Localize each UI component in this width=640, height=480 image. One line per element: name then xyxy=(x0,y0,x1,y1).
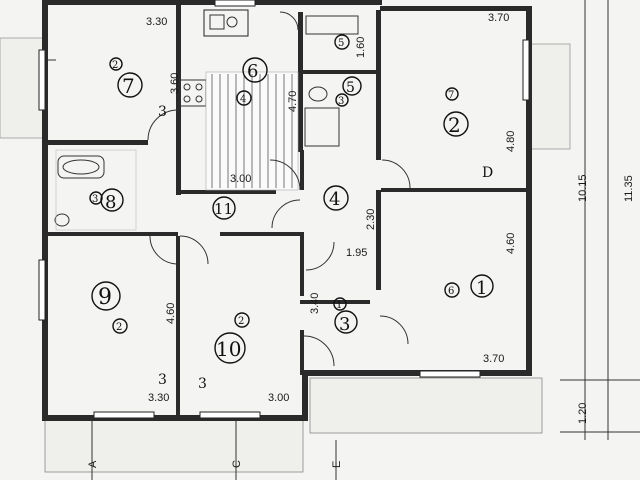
room-mark-6-small: 4 xyxy=(240,94,246,105)
inner-walls xyxy=(48,0,526,416)
dim-kitchen-height: 4.70 xyxy=(287,91,299,112)
room-mark-9-small: 2 xyxy=(116,322,122,333)
dim-room2-height: 4.80 xyxy=(505,131,517,152)
bottom-balcony xyxy=(44,377,543,473)
dim-room7-height: 3.60 xyxy=(169,73,181,94)
dim-balcony-depth: 1.20 xyxy=(577,403,589,424)
dim-right-total-2: 11.35 xyxy=(623,175,635,202)
dim-room10-width: 3.00 xyxy=(268,392,289,404)
bathroom-fixtures xyxy=(54,15,359,231)
room-mark-7: 7 xyxy=(122,74,135,98)
room-mark-6: 6 xyxy=(247,61,258,82)
dimension-labels: 3.30 3.70 1.60 3.60 4.70 3.00 4.80 2.30 … xyxy=(146,12,635,424)
room-mark-2: 2 xyxy=(448,113,461,137)
windows xyxy=(38,0,530,419)
door-mark-d: D xyxy=(482,165,493,181)
section-mark-c: C xyxy=(231,460,243,468)
room-mark-10: 10 xyxy=(216,337,241,361)
section-markers: A C E xyxy=(87,420,343,480)
room-mark-1-small: 6 xyxy=(448,286,454,297)
room-mark-11: 11 xyxy=(214,200,233,218)
section-mark-a: A xyxy=(87,460,99,468)
room-marks: 7 2 6 4 5 5 3 2 7 D 8 3 11 4 1 xyxy=(89,34,494,392)
room-mark-5a: 5 xyxy=(338,38,344,49)
door-swings xyxy=(147,11,411,367)
room-mark-8: 8 xyxy=(105,192,116,213)
room-mark-1: 1 xyxy=(476,278,487,299)
room-mark-5b-small: 3 xyxy=(338,96,344,107)
hand-three-a: 3 xyxy=(158,372,167,388)
dim-room9-height: 4.60 xyxy=(165,303,177,324)
room-mark-3: 3 xyxy=(339,314,350,335)
left-balcony xyxy=(0,37,56,139)
dim-room1-width: 3.70 xyxy=(483,353,504,365)
hand-three-c: 3 xyxy=(158,104,167,120)
dim-right-total-1: 10.15 xyxy=(577,174,589,202)
kitchen-fixtures xyxy=(179,9,299,191)
dim-hall-height: 2.30 xyxy=(365,209,377,230)
room-mark-9: 9 xyxy=(98,285,112,310)
right-exterior-area xyxy=(529,43,571,150)
section-mark-e: E xyxy=(331,461,343,468)
room-mark-4: 4 xyxy=(329,189,340,210)
room-mark-8-small: 3 xyxy=(92,194,98,205)
dim-top-right-width: 3.70 xyxy=(488,12,509,24)
room-mark-3-small: 1 xyxy=(336,300,342,311)
hand-three-b: 3 xyxy=(198,376,207,392)
dim-entry-height: 3.40 xyxy=(309,293,321,314)
dim-bath-small: 1.60 xyxy=(355,37,367,58)
dim-kitchen-width: 3.00 xyxy=(230,173,251,185)
dim-room1-height: 4.60 xyxy=(505,233,517,254)
dim-room9-width: 3.30 xyxy=(148,392,169,404)
room-mark-5b: 5 xyxy=(346,80,355,96)
dim-hall-width: 1.95 xyxy=(346,247,367,259)
room-mark-10-small: 2 xyxy=(238,316,244,327)
outer-walls xyxy=(42,0,532,421)
dim-top-left-width: 3.30 xyxy=(146,16,167,28)
room-mark-2-small: 7 xyxy=(448,90,454,101)
room-mark-7-small: 2 xyxy=(112,60,118,71)
right-dimension-lines xyxy=(560,0,640,440)
